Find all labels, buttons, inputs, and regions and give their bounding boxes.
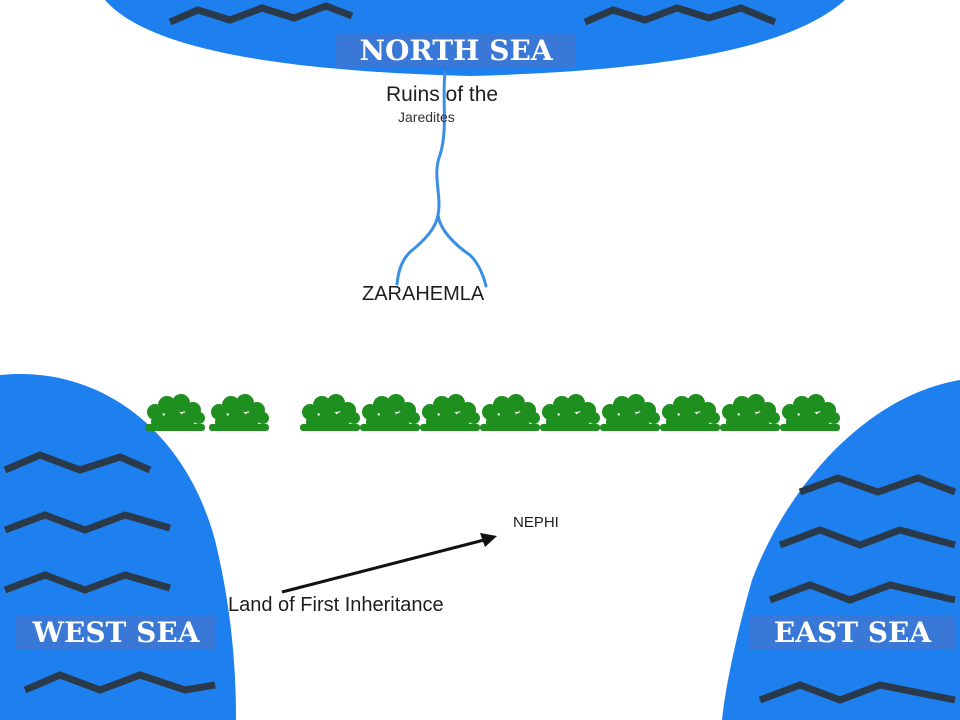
land-of-first-inheritance-label: Land of First Inheritance xyxy=(228,594,444,616)
bush-clump xyxy=(360,394,420,431)
nephi-label: NEPHI xyxy=(513,514,559,531)
bush-clump xyxy=(540,394,600,431)
west-sea-waves xyxy=(3,451,216,694)
ruins-label-line1: Ruins of the xyxy=(386,83,499,106)
bush-clump xyxy=(720,394,780,431)
ruins-label-line2: Jaredites xyxy=(398,109,455,125)
bush-clump xyxy=(660,394,720,431)
bush-clump xyxy=(420,394,480,431)
west-sea-label: WEST SEA xyxy=(16,616,216,650)
east-sea-waves xyxy=(758,474,957,704)
bush-clump xyxy=(480,394,540,431)
bush-clump xyxy=(209,394,269,431)
wilderness-strip xyxy=(145,394,840,431)
east-sea-label: EAST SEA xyxy=(750,616,955,650)
bush-clump xyxy=(300,394,360,431)
zarahemla-label: ZARAHEMLA xyxy=(362,283,485,305)
bush-clump xyxy=(600,394,660,431)
bush-clump xyxy=(145,394,205,431)
bush-clump xyxy=(780,394,840,431)
river xyxy=(395,70,488,288)
north-sea-waves xyxy=(168,2,777,26)
migration-arrow xyxy=(281,533,497,594)
north-sea-label: NORTH SEA xyxy=(336,34,576,68)
